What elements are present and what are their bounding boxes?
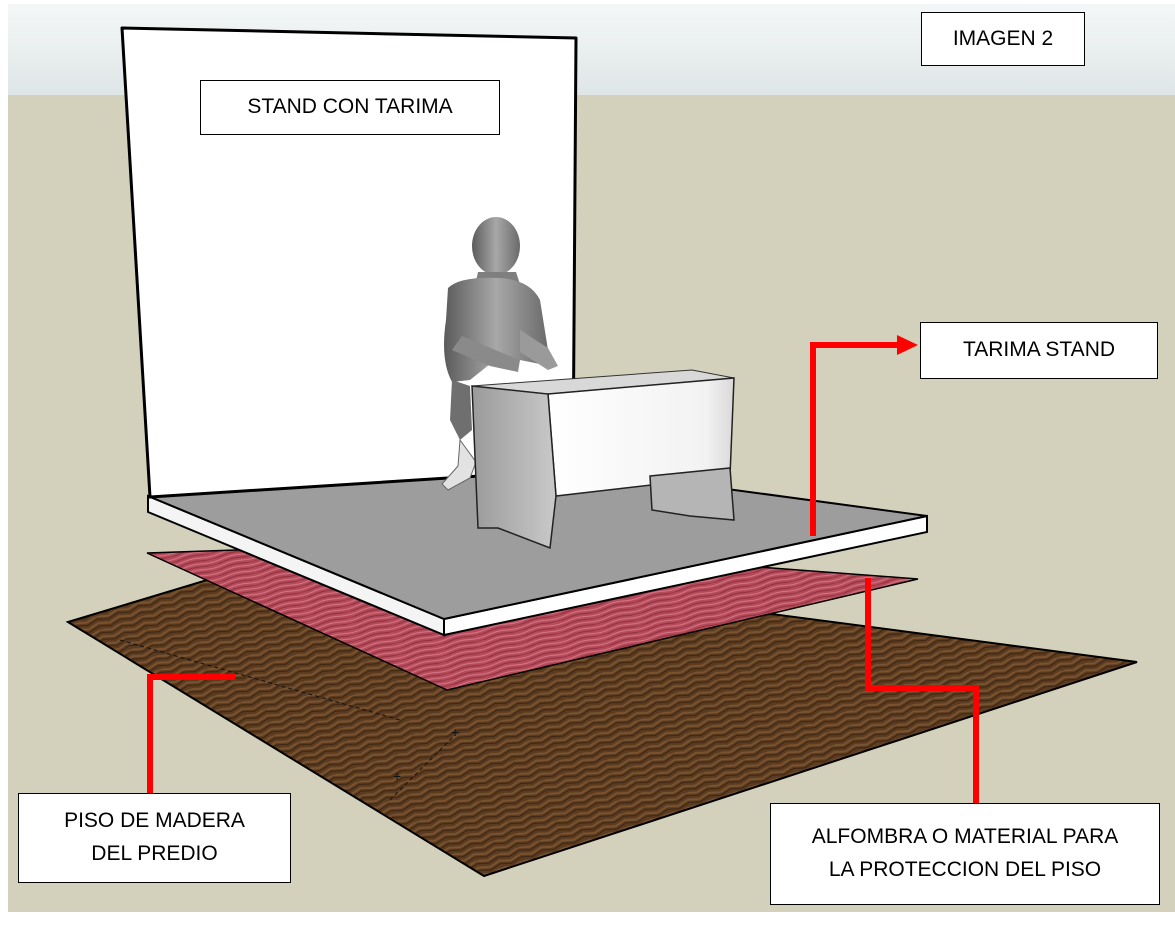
svg-text:+: + <box>393 768 401 784</box>
stand-label: STAND CON TARIMA <box>200 80 500 135</box>
piso-label: PISO DE MADERA DEL PREDIO <box>18 793 291 883</box>
person-figure <box>441 217 558 491</box>
alfombra-label: ALFOMBRA O MATERIAL PARA LA PROTECCION D… <box>770 803 1160 905</box>
image-number-label: IMAGEN 2 <box>921 12 1085 66</box>
arrow-tarima <box>810 335 918 536</box>
dimension-guide <box>119 639 456 801</box>
tarima-label: TARIMA STAND <box>920 322 1158 379</box>
desk <box>471 369 735 550</box>
svg-text:+: + <box>451 724 459 740</box>
